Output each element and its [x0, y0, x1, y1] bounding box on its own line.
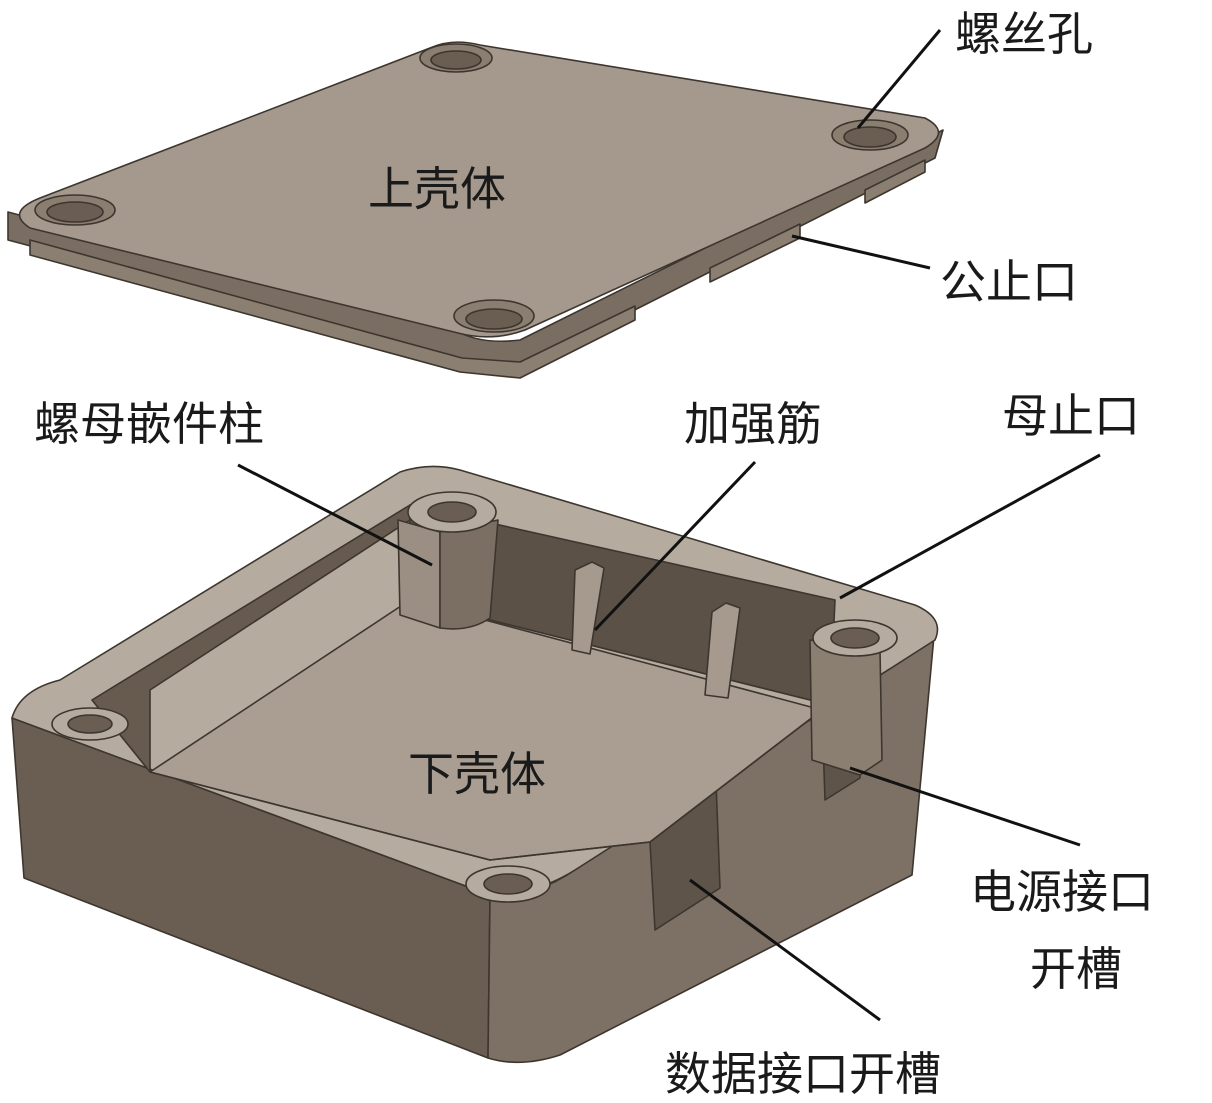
inner-back-wall-left: [91, 504, 411, 773]
leader-power-slot: [849, 766, 1081, 847]
screw-hole-front: [453, 299, 535, 333]
label-power-slot-line1: 电源接口: [970, 865, 1154, 919]
label-female-lip: 母止口: [1002, 389, 1140, 443]
screw-hole-top: [419, 43, 493, 73]
nut-insert-post: [397, 491, 499, 630]
screw-hole-right: [831, 119, 909, 151]
corner-post-right: [809, 619, 898, 776]
corner-post-left: [51, 707, 129, 741]
male-lip-segment-far: [864, 159, 926, 204]
leader-screw-hole: [856, 29, 942, 129]
leader-male-lip: [791, 234, 931, 270]
male-lip-segment: [29, 239, 636, 379]
leader-nut-insert-post: [237, 463, 433, 567]
label-upper-shell: 上壳体: [368, 162, 506, 216]
label-data-slot: 数据接口开槽: [665, 1047, 941, 1101]
label-rib: 加强筋: [684, 397, 822, 451]
corner-post-front: [465, 865, 551, 903]
lower-shell-part: [11, 465, 939, 1064]
leader-data-slot: [689, 878, 881, 1022]
upper-shell-top: [18, 41, 940, 338]
leader-rib: [593, 460, 757, 632]
leader-female-lip: [839, 453, 1101, 600]
label-nut-insert-post: 螺母嵌件柱: [34, 397, 264, 451]
label-screw-hole: 螺丝孔: [955, 7, 1093, 61]
rib-2: [704, 602, 741, 699]
rib-1: [571, 561, 605, 655]
label-male-lip: 公止口: [940, 255, 1078, 309]
screw-hole-left: [34, 194, 116, 226]
label-lower-shell: 下壳体: [408, 747, 546, 801]
label-power-slot-line2: 开槽: [1030, 942, 1122, 996]
upper-shell-part: [7, 41, 944, 379]
